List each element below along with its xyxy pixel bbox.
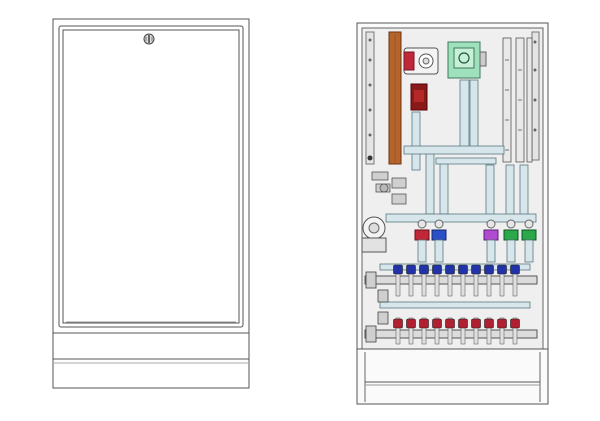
return-manifold-valve-cap — [458, 318, 468, 329]
flow-manifold-valve-cap — [432, 264, 442, 275]
flow-manifold-stem — [408, 271, 414, 297]
flow-manifold-stem — [473, 271, 479, 297]
horizontal-header-pipe — [403, 145, 505, 155]
flow-manifold-valve-cap — [497, 264, 507, 275]
door-inner-panel — [62, 29, 240, 324]
flow-manifold-valve-cap — [510, 264, 520, 275]
flow-manifold-valve-cap — [393, 264, 403, 275]
return-manifold — [364, 301, 538, 345]
return-manifold-stem — [395, 317, 401, 345]
flow-manifold-valve-cap — [406, 264, 416, 275]
flow-manifold-stem — [421, 271, 427, 297]
return-manifold-stem — [499, 317, 505, 345]
return-manifold-stem — [473, 317, 479, 345]
return-manifold-valve-cap — [484, 318, 494, 329]
cabinet-open-view — [356, 22, 549, 405]
green-control-module — [447, 41, 487, 79]
left-fittings — [371, 171, 407, 205]
left-mounting-rail — [365, 31, 375, 165]
flow-manifold-stem — [499, 271, 505, 297]
valve-bar — [385, 213, 537, 223]
return-manifold-valve-cap — [510, 318, 520, 329]
flow-manifold — [364, 263, 538, 297]
flow-manifold-stem — [395, 271, 401, 297]
return-manifold-valve-cap — [406, 318, 416, 329]
return-manifold-valve-cap — [393, 318, 403, 329]
return-manifold-stem — [434, 317, 440, 345]
return-manifold-valve-cap — [432, 318, 442, 329]
lower-pump — [361, 216, 387, 253]
red-valve-handle — [414, 219, 430, 241]
cabinet-closed-view — [52, 18, 250, 389]
cabinet-door — [58, 25, 244, 328]
flow-manifold-stem — [512, 271, 518, 297]
flow-manifold-stem — [434, 271, 440, 297]
flow-manifold-valve-cap — [458, 264, 468, 275]
upper-pump — [403, 47, 439, 75]
flow-manifold-valve-cap — [484, 264, 494, 275]
flow-manifold-stem — [486, 271, 492, 297]
return-manifold-valve-cap — [419, 318, 429, 329]
return-manifold-valve-cap — [445, 318, 455, 329]
cabinet-outline — [52, 18, 250, 389]
return-manifold-valve-cap — [497, 318, 507, 329]
manifold-end-caps — [365, 271, 389, 343]
return-manifold-stem — [421, 317, 427, 345]
flow-manifold-stem — [460, 271, 466, 297]
return-manifold-stem — [512, 317, 518, 345]
return-manifold-stem — [447, 317, 453, 345]
right-distribution-bars — [502, 37, 533, 163]
flow-manifold-valve-cap — [445, 264, 455, 275]
right-mounting-rail — [531, 31, 540, 161]
return-manifold-valve-cap — [471, 318, 481, 329]
return-manifold-stem — [486, 317, 492, 345]
flow-manifold-stem — [447, 271, 453, 297]
return-manifold-stem — [460, 317, 466, 345]
flow-manifold-valve-cap — [471, 264, 481, 275]
bar-markings — [505, 59, 522, 151]
return-manifold-stem — [408, 317, 414, 345]
flow-manifold-valve-cap — [419, 264, 429, 275]
door-lock-icon — [143, 33, 155, 45]
